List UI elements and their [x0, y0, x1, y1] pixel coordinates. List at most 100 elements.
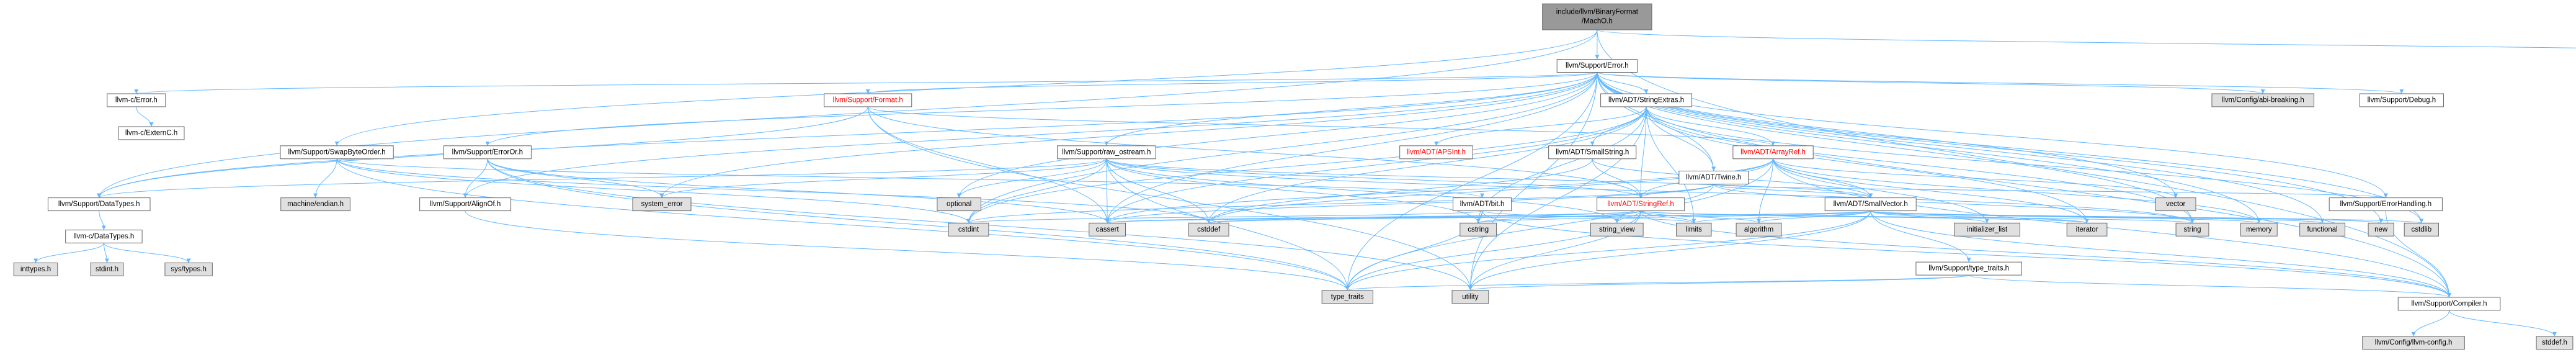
node-box: [2211, 93, 2315, 107]
node-cdatatypes[interactable]: llvm-c/DataTypes.h: [65, 229, 143, 243]
node-apsint[interactable]: llvm/ADT/APSInt.h: [1399, 145, 1473, 160]
node-smallstring[interactable]: llvm/ADT/SmallString.h: [1548, 145, 1637, 160]
edge-error-to-cerror: [135, 72, 1598, 94]
node-box: [2362, 336, 2465, 350]
node-functional: functional: [2299, 222, 2346, 237]
node-box: [2155, 197, 2196, 212]
node-bit[interactable]: llvm/ADT/bit.h: [1453, 197, 1512, 212]
node-cstdint: cstdint: [948, 222, 989, 237]
node-arrayref[interactable]: llvm/ADT/ArrayRef.h: [1732, 145, 1814, 160]
edge: [1870, 210, 2451, 297]
edge-stringextras-to-stringref: [1638, 106, 1647, 198]
edge-smallvector-to-iterator: [1870, 210, 2089, 223]
edge-error-to-cassert: [1105, 72, 1598, 223]
edge: [659, 158, 1107, 199]
node-label: stddef.h: [2542, 339, 2567, 346]
edge-erroror-to-cassert: [487, 158, 1110, 223]
edge: [1106, 158, 2195, 223]
edge: [136, 106, 154, 127]
edge-stringref-to-stringview: [1615, 210, 1641, 223]
node-label: llvm-c/Error.h: [115, 96, 158, 104]
node-format[interactable]: llvm/Support/Format.h: [824, 93, 912, 107]
node-twine[interactable]: llvm/ADT/Twine.h: [1678, 170, 1749, 184]
edge-error-to-cstdint: [966, 72, 1598, 223]
node-label: new: [2374, 226, 2388, 233]
node-box: [1451, 290, 1489, 304]
node-box: [2359, 93, 2444, 107]
node-rawostream[interactable]: llvm/Support/raw_ostream.h: [1057, 145, 1156, 160]
node-label: cstddef: [1197, 226, 1221, 233]
edge: [33, 243, 104, 263]
edge: [1482, 210, 2451, 297]
edge-error-to-debug: [1597, 72, 2404, 94]
node-stringref[interactable]: llvm/ADT/StringRef.h: [1597, 197, 1685, 212]
edge-error-to-abibreaking: [1597, 72, 2265, 94]
edge: [463, 72, 1598, 198]
edge-erroror-to-systemerror: [487, 158, 664, 198]
edge-stringref-to-iterator: [1640, 210, 2089, 223]
edge: [1773, 158, 2090, 223]
node-label: llvm/Support/raw_ostream.h: [1062, 148, 1151, 156]
edge: [1345, 158, 1774, 291]
node-label: llvm/Config/llvm-config.h: [2375, 339, 2453, 346]
node-box: [824, 93, 912, 107]
edge: [1592, 158, 1643, 198]
edge: [1640, 210, 2089, 223]
node-box: [2397, 297, 2501, 311]
edge-rawostream-to-stringref: [1106, 158, 1643, 199]
node-iterator: iterator: [2066, 222, 2108, 237]
edge: [1713, 183, 2388, 199]
node-limits: limits: [1676, 222, 1712, 237]
node-label: llvm/Support/ErrorHandling.h: [2340, 201, 2431, 208]
node-label: llvm/ADT/bit.h: [1460, 201, 1505, 208]
edge: [1106, 158, 1643, 199]
node-debug[interactable]: llvm/Support/Debug.h: [2359, 93, 2444, 107]
node-swapbyteorder[interactable]: llvm/Support/SwapByteOrder.h: [280, 145, 394, 160]
edge: [1468, 210, 1871, 291]
node-box: [1736, 222, 1782, 237]
node-datatypes[interactable]: llvm/Support/DataTypes.h: [47, 197, 151, 212]
node-typetraits: type_traits: [1321, 290, 1373, 304]
node-label: inttypes.h: [20, 266, 51, 273]
node-errorhandling[interactable]: llvm/Support/ErrorHandling.h: [2329, 197, 2443, 212]
node-erroror[interactable]: llvm/Support/ErrorOr.h: [443, 145, 532, 160]
node-root[interactable]: include/llvm/BinaryFormat/MachO.h: [1542, 3, 1652, 30]
node-compiler[interactable]: llvm/Support/Compiler.h: [2397, 297, 2501, 311]
node-box: [632, 197, 692, 212]
node-stringview: string_view: [1590, 222, 1644, 237]
edge: [1206, 210, 1641, 223]
node-label: type_traits: [1331, 293, 1364, 300]
edge-format-to-stringref: [867, 106, 1643, 198]
edge-rawostream-to-datatypes: [97, 158, 1107, 199]
edge-error-to-systemerror: [659, 72, 1598, 198]
node-cstdlib: cstdlib: [2404, 222, 2439, 237]
edge: [659, 72, 1598, 198]
node-label: stdint.h: [96, 266, 118, 273]
edge-arrayref-to-compiler: [1773, 158, 2451, 297]
node-cerror[interactable]: llvm-c/Error.h: [107, 93, 166, 107]
edge: [1646, 106, 2090, 223]
edge-error-to-stringextras: [1597, 72, 1649, 94]
edge-rawostream-to-stringview: [1106, 158, 1620, 223]
node-box: [1542, 3, 1652, 30]
node-smallvector[interactable]: llvm/ADT/SmallVector.h: [1824, 197, 1917, 212]
node-stringextras[interactable]: llvm/ADT/StringExtras.h: [1600, 93, 1693, 107]
edge-root-to-machodef: [1597, 29, 2576, 48]
edge-stringextras-to-apsint: [1434, 106, 1647, 146]
node-typetraitsh[interactable]: llvm/Support/type_traits.h: [1915, 261, 2022, 276]
node-label: algorithm: [1744, 226, 1773, 233]
edge-twine-to-cassert: [1105, 184, 1714, 223]
edge-cdatatypes-to-stdint: [103, 243, 110, 263]
node-cexternc[interactable]: llvm-c/ExternC.h: [118, 126, 185, 140]
edge: [1640, 210, 1761, 223]
edge: [1597, 30, 2451, 297]
edge: [956, 72, 1598, 198]
node-abibreaking: llvm/Config/abi-breaking.h: [2211, 93, 2315, 107]
node-error[interactable]: llvm/Support/Error.h: [1556, 59, 1638, 73]
edge: [1597, 72, 2451, 297]
node-alignof[interactable]: llvm/Support/AlignOf.h: [419, 197, 512, 212]
edge: [1206, 210, 1871, 223]
edge-stringref-to-cstddef: [1206, 210, 1641, 223]
edge: [313, 158, 337, 198]
node-box: [1678, 170, 1749, 184]
